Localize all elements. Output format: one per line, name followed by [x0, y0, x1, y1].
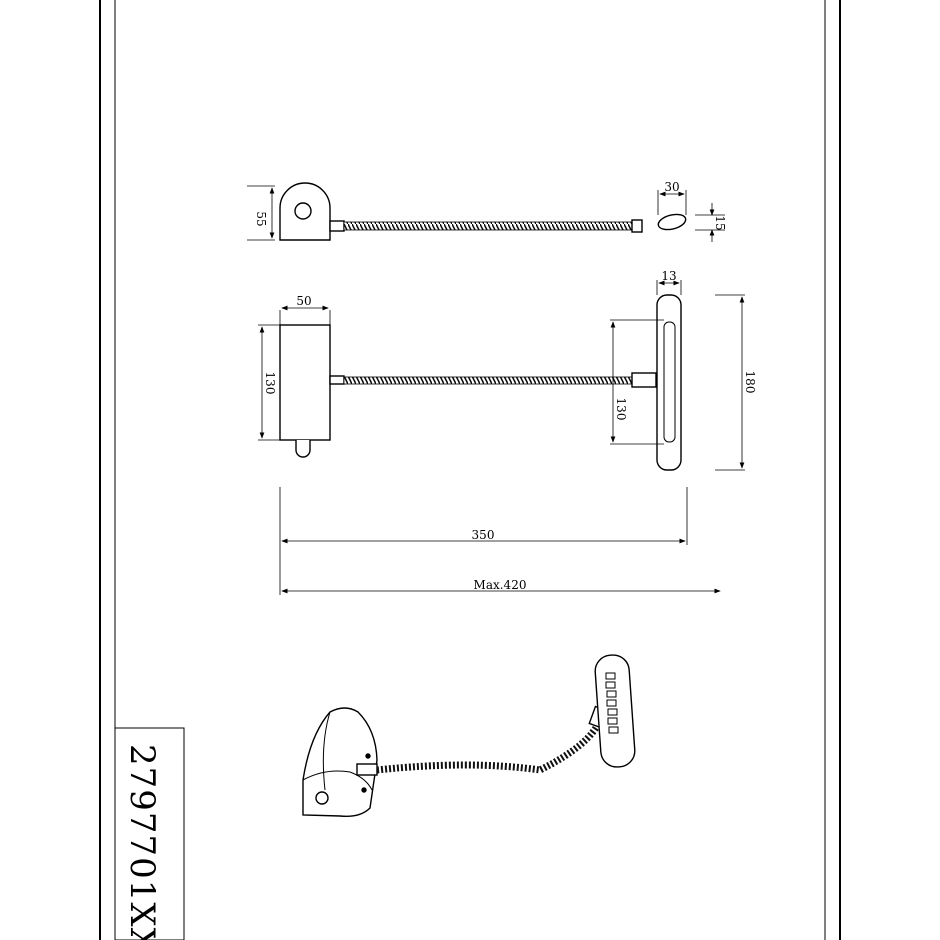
power-plug-icon	[295, 440, 311, 458]
top-view-flex-arm	[343, 221, 635, 231]
dim-arm-length: 350	[472, 528, 495, 542]
product-code: 2797701XX	[122, 744, 162, 940]
iso-led-dots	[605, 672, 619, 734]
dim-base-height-front: 130	[263, 372, 277, 395]
dim-head-width-front: 13	[661, 269, 676, 283]
front-view-dimensions	[258, 280, 745, 471]
front-view	[279, 294, 682, 471]
dim-head-thickness: 15	[713, 215, 727, 230]
front-view-flex-arm	[343, 376, 635, 385]
title-block: 2797701XX	[114, 727, 185, 940]
dim-head-length: 180	[743, 371, 757, 394]
top-view-arm-collar	[329, 220, 345, 232]
iso-base	[302, 707, 378, 818]
overall-dimensions	[279, 487, 721, 595]
top-view	[279, 182, 687, 241]
sheet-frame	[99, 0, 841, 940]
dim-head-width-top: 30	[664, 180, 679, 194]
dim-base-height-top: 55	[254, 211, 268, 226]
top-view-lamp-head	[657, 213, 687, 231]
dim-base-width: 50	[296, 294, 311, 308]
dim-led-length: 130	[614, 398, 628, 421]
front-view-led-strip	[663, 321, 676, 443]
iso-flex-arm	[376, 718, 604, 774]
isometric-view	[302, 654, 636, 818]
dim-max-length: Max.420	[474, 578, 527, 592]
mounting-hole-icon	[294, 202, 312, 220]
iso-mounting-hole-icon	[315, 791, 329, 805]
front-view-base	[279, 324, 331, 441]
top-view-dimensions	[247, 185, 725, 242]
